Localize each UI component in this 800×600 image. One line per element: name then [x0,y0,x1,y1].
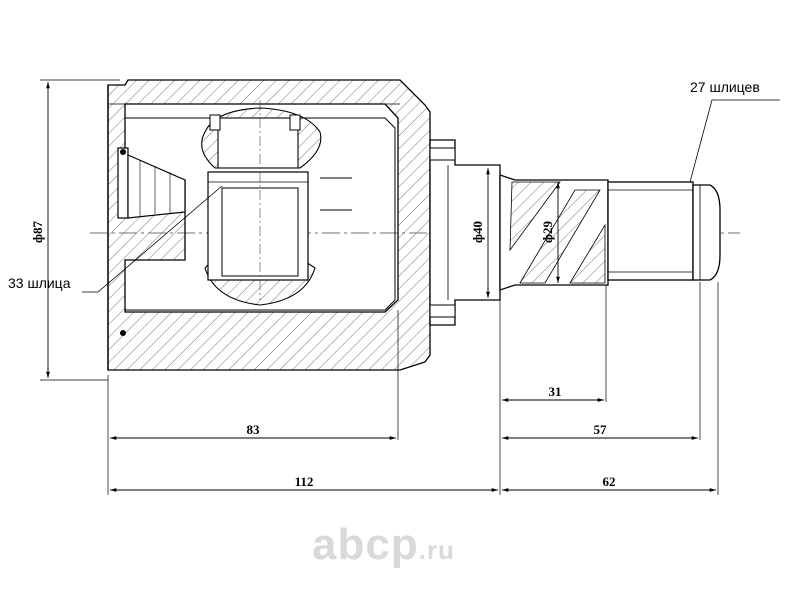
watermark-tld: .ru [418,535,455,565]
dimension-lines [46,82,716,492]
dim-spline-end: 57 [594,422,608,437]
dim-housing-diameter: ф87 [30,221,45,243]
leader-lines [82,99,780,293]
dim-shaft-diameter: ф29 [540,221,555,243]
watermark-brand: abcp [312,520,419,569]
shaft-neck [429,139,501,326]
inner-cone [117,147,186,336]
dim-shaft-length: 62 [603,474,616,489]
dim-total-housing-length: 112 [295,474,314,489]
label-spline-count-shaft: 27 шлицев [690,79,760,95]
tripod-assembly [201,100,352,306]
dim-neck-diameter: ф40 [470,221,485,243]
dim-spline-start: 31 [549,384,562,399]
watermark-logo: abcp.ru [312,520,455,570]
helical-section [499,174,609,291]
extension-lines [40,79,719,495]
dim-housing-length: 83 [247,422,261,437]
spline-shaft [607,181,721,281]
label-spline-count-housing: 33 шлица [8,275,71,291]
